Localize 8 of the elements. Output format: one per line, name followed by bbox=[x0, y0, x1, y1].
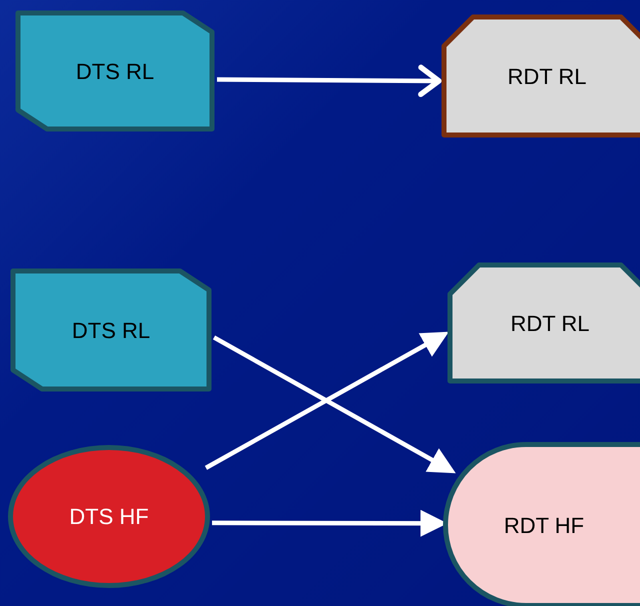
rounded-node bbox=[443, 442, 640, 606]
node-label: RDT RL bbox=[510, 310, 590, 338]
node-label: DTS HF bbox=[69, 503, 149, 531]
node-label: RDT HF bbox=[504, 512, 584, 540]
arrow bbox=[216, 64, 442, 98]
node-label: DTS RL bbox=[76, 58, 154, 86]
node-label: RDT RL bbox=[507, 62, 587, 90]
node-label: DTS RL bbox=[72, 316, 150, 344]
